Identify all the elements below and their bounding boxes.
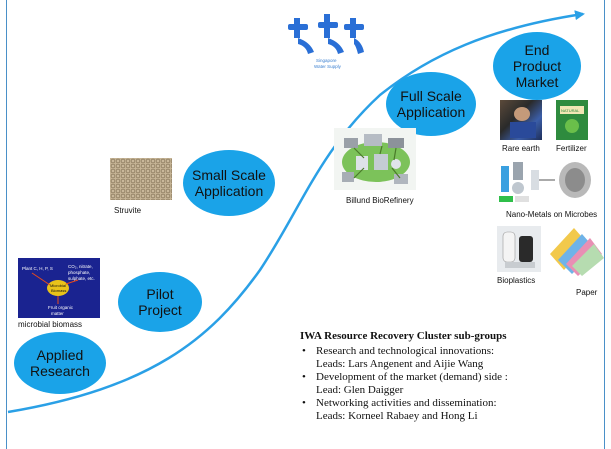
diagram-line-4: Microbial: [50, 283, 66, 288]
s-curve-arrow: [7, 10, 585, 414]
caption-billund-biorefinery: Billund BioRefinery: [346, 196, 414, 205]
caption-microbial-biomass: microbial biomass: [18, 320, 83, 329]
stage-full-scale-label: Full Scale Application: [396, 87, 466, 120]
paper-image: [548, 224, 604, 276]
water-supply-line-0: Singapore: [316, 58, 337, 63]
subgroups-legend: IWA Resource Recovery Cluster sub-groups…: [300, 330, 600, 423]
legend-item-line1: Development of the market (demand) side …: [316, 371, 508, 383]
caption-paper: Paper: [576, 288, 598, 297]
caption-fertilizer: Fertilizer: [556, 144, 587, 153]
rare-earth-image: [500, 100, 542, 140]
struvite-image: [110, 158, 172, 200]
water-supply-line-1: Water Supply: [314, 64, 342, 69]
diagram-line-7: matter: [51, 311, 64, 316]
diagram-line-0: Plant C, H, P, S: [22, 266, 53, 271]
stage-small-scale-label: Small Scale Application: [192, 166, 266, 199]
billund-biorefinery-image: [334, 128, 416, 190]
caption-nano-metals: Nano-Metals on Microbes: [506, 210, 598, 219]
diagram-line-3: sulphate, etc.: [68, 276, 95, 281]
caption-struvite: Struvite: [114, 206, 142, 215]
frame-left-border: [6, 0, 7, 449]
caption-bioplastics: Bioplastics: [497, 276, 536, 285]
legend-list: • Research and technological innovations…: [300, 345, 600, 423]
stage-end-product-label: End Product Market: [512, 41, 562, 91]
stage-pilot-project-label: Pilot Project: [138, 285, 182, 318]
diagram-line-5: Biomass: [51, 288, 66, 293]
fertilizer-pack-text: NATURAL: [561, 108, 580, 113]
bullet-icon: •: [302, 397, 306, 409]
legend-item: • Development of the market (demand) sid…: [300, 371, 600, 397]
stage-small-scale: Small Scale Application: [183, 150, 275, 216]
legend-item-line1: Networking activities and dissemination:: [316, 397, 497, 409]
microbial-biomass-image: Plant C, H, P, S CO₂, nitrate, phosphate…: [18, 258, 100, 318]
legend-title: IWA Resource Recovery Cluster sub-groups: [300, 330, 507, 342]
stage-pilot-project: Pilot Project: [118, 272, 202, 332]
bullet-icon: •: [302, 371, 306, 383]
legend-item-line2: Leads: Lars Angenent and Aijie Wang: [316, 358, 484, 370]
legend-item-line2: Leads: Korneel Rabaey and Hong Li: [316, 410, 478, 422]
diagram-line-1: CO₂, nitrate,: [68, 264, 93, 269]
stage-applied-research: Applied Research: [14, 332, 106, 394]
stage-end-product: End Product Market: [493, 32, 581, 100]
legend-item: • Networking activities and disseminatio…: [300, 397, 600, 423]
fertilizer-image: NATURAL: [556, 100, 588, 140]
diagram-line-6: Fruit organic: [48, 305, 74, 310]
bullet-icon: •: [302, 345, 306, 357]
nano-metals-image: [495, 156, 599, 206]
legend-item: • Research and technological innovations…: [300, 345, 600, 371]
frame-right-border: [604, 0, 605, 449]
bioplastics-image: [497, 226, 541, 272]
legend-item-line2: Lead: Glen Daigger: [316, 384, 404, 396]
stage-applied-research-label: Applied Research: [30, 346, 90, 379]
diagram-line-2: phosphate,: [68, 270, 90, 275]
water-supply-taps-icon: Singapore Water Supply: [284, 8, 374, 72]
legend-item-line1: Research and technological innovations:: [316, 345, 495, 357]
caption-rare-earth: Rare earth: [502, 144, 540, 153]
stage-full-scale: Full Scale Application: [386, 72, 476, 136]
